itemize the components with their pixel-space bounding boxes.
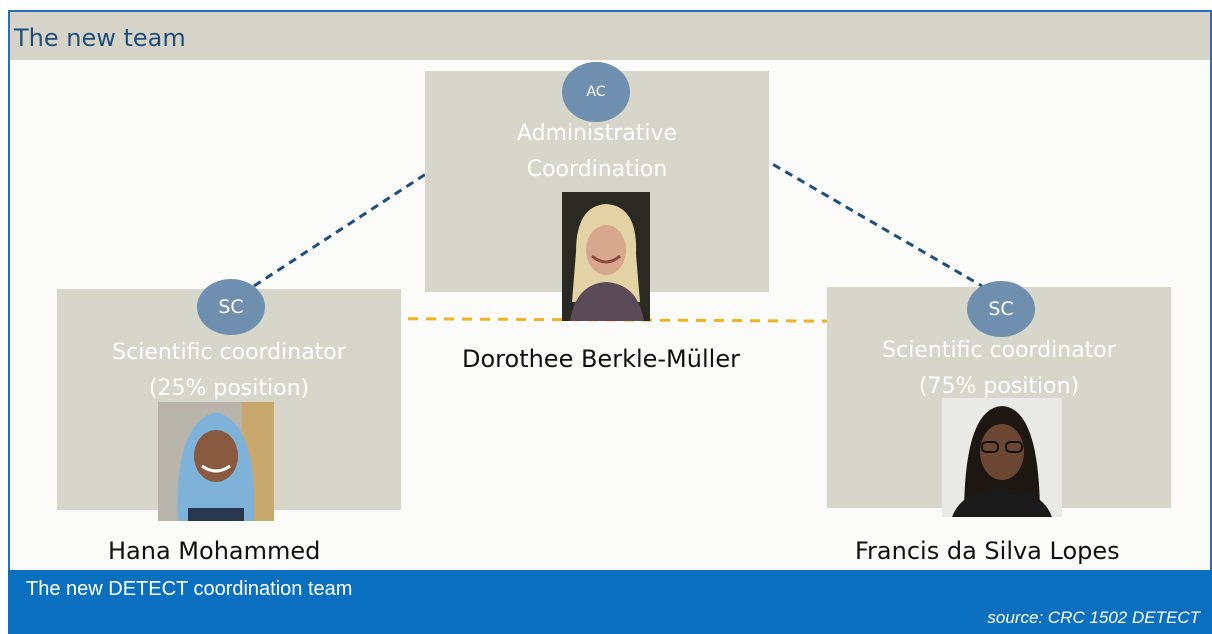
sci-left-role-line2: (25% position): [148, 376, 310, 401]
footer-bar: The new DETECT coordination team source:…: [8, 570, 1212, 634]
admin-role-line1: Administrative: [516, 121, 678, 146]
sci-right-role-line1: Scientific coordinator: [882, 338, 1116, 363]
source-caption: source: CRC 1502 DETECT: [987, 608, 1200, 627]
sci-right-role-line2: (75% position): [918, 374, 1080, 399]
sci-right-badge: SC: [967, 281, 1035, 337]
person-photo-icon: [562, 192, 650, 321]
sci-left-person-name: Hana Mohammed: [108, 537, 321, 565]
person-photo-icon: [942, 398, 1062, 517]
admin-badge: AC: [562, 62, 630, 122]
sci-left-role-line1: Scientific coordinator: [112, 340, 346, 365]
person-photo-icon: [158, 402, 274, 521]
sci-right-person-name: Francis da Silva Lopes: [855, 537, 1120, 565]
admin-right-link: [627, 78, 983, 288]
sci-left-badge: SC: [197, 279, 265, 335]
admin-person-name: Dorothee Berkle-Müller: [462, 345, 740, 373]
admin-role-line2: Coordination: [526, 157, 668, 182]
slide-title: The new team: [10, 12, 1210, 60]
footer-caption: The new DETECT coordination team: [26, 578, 353, 600]
